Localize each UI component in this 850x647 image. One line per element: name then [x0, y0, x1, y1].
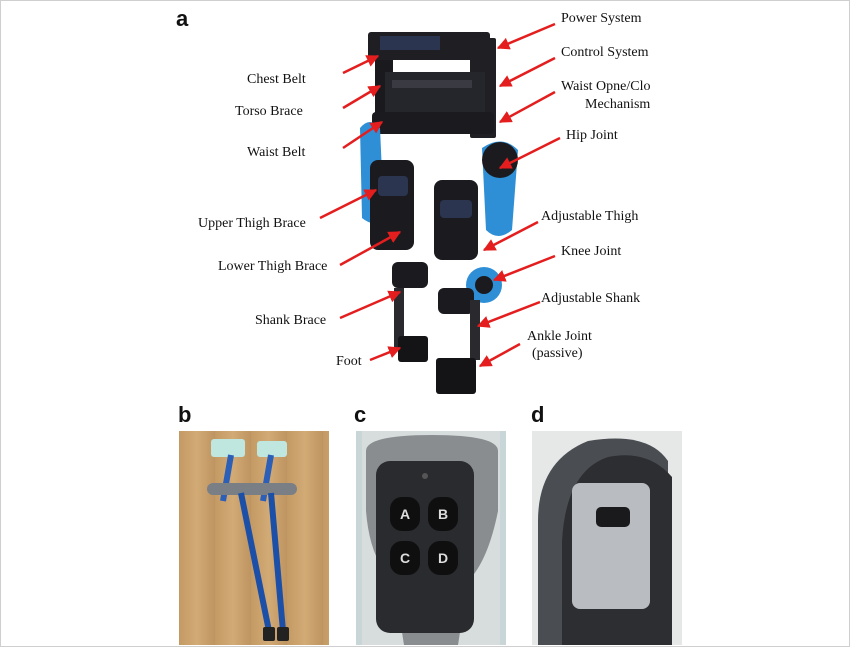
right-thigh — [434, 180, 478, 260]
panel-letter-a: a — [176, 6, 189, 31]
label-ankle-joint-line2: (passive) — [532, 346, 583, 361]
label-hip-joint: Hip Joint — [566, 128, 618, 143]
remote-button-d[interactable]: D — [428, 541, 458, 575]
label-torso-brace: Torso Brace — [235, 104, 303, 119]
remote-button-a[interactable]: A — [390, 497, 420, 531]
remote-control-photo: A B C D — [356, 431, 506, 645]
panel-letter-b: b — [178, 402, 192, 427]
label-adjustable-shank: Adjustable Shank — [541, 291, 641, 306]
label-waist-belt: Waist Belt — [247, 145, 306, 160]
label-upper-thigh-brace: Upper Thigh Brace — [198, 216, 306, 231]
left-foot — [398, 336, 428, 362]
label-control-system: Control System — [561, 45, 649, 60]
label-chest-belt: Chest Belt — [247, 72, 306, 87]
remote-button-c[interactable]: C — [390, 541, 420, 575]
label-foot: Foot — [336, 354, 362, 369]
label-knee-joint: Knee Joint — [561, 244, 622, 259]
handle-sensor-drawing — [538, 438, 672, 645]
remote-led-icon — [422, 473, 428, 479]
label-waist-mech-line1: Waist Opne/Clo — [561, 79, 651, 94]
handle-sensor-photo — [532, 431, 682, 645]
waist-belt — [372, 112, 494, 134]
panel-letter-c: c — [354, 402, 367, 427]
label-power-system: Power System — [561, 11, 642, 26]
label-lower-thigh-brace: Lower Thigh Brace — [218, 259, 328, 274]
panel-letter-d: d — [531, 402, 545, 427]
label-shank-brace: Shank Brace — [255, 313, 327, 328]
label-ankle-joint-line1: Ankle Joint — [527, 329, 592, 344]
remote-body: A B C D — [376, 461, 474, 633]
crutches-drawing — [207, 439, 297, 641]
remote-button-b[interactable]: B — [428, 497, 458, 531]
right-foot — [436, 358, 476, 394]
crutches-photo — [179, 431, 329, 645]
label-waist-mech-line2: Mechanism — [585, 97, 651, 112]
label-adjustable-thigh: Adjustable Thigh — [541, 209, 639, 224]
